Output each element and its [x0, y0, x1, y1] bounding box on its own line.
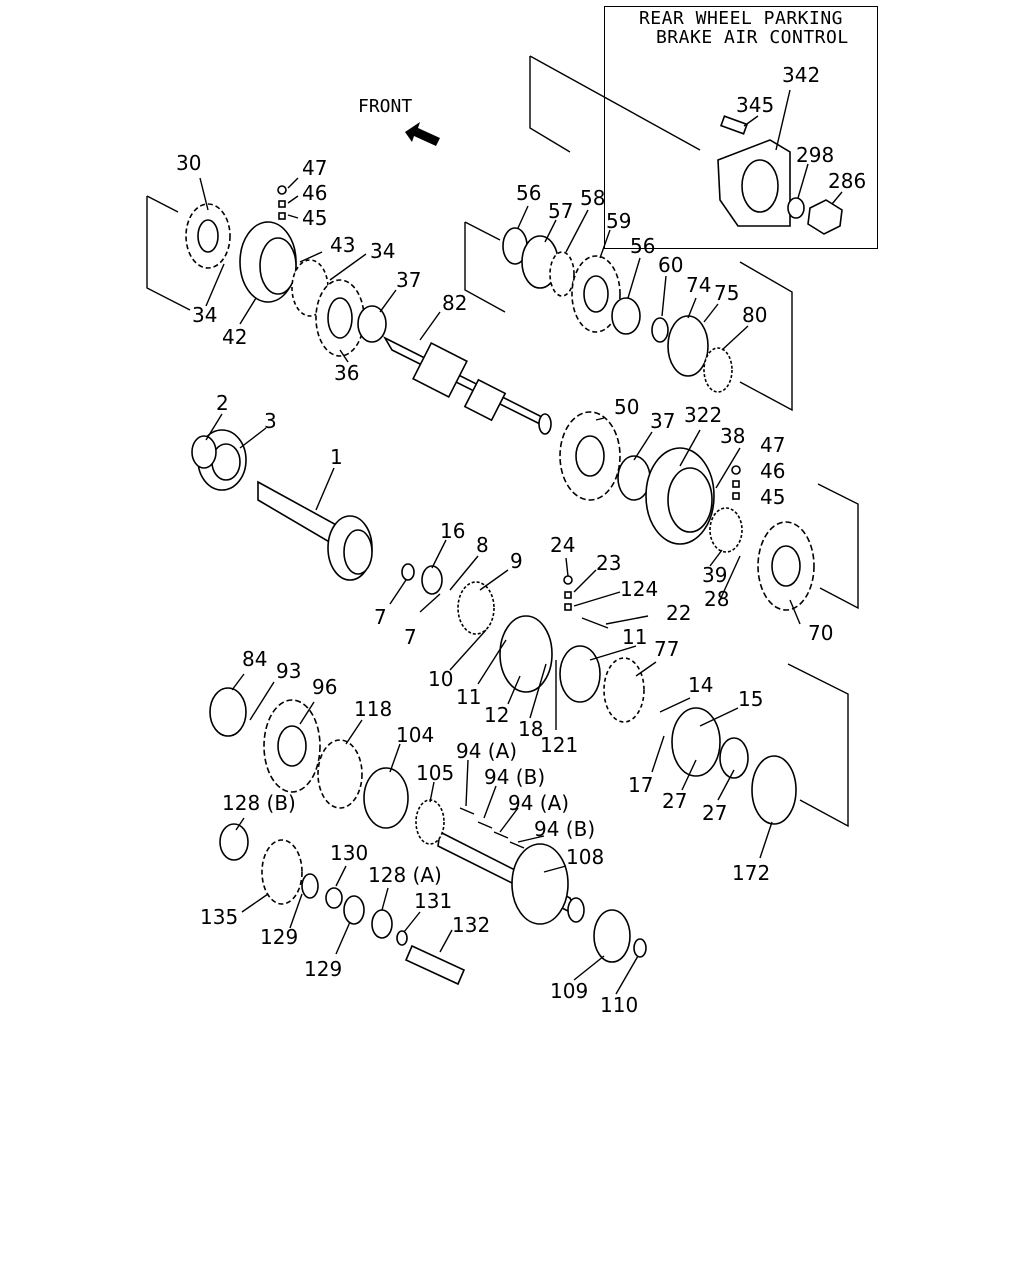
part-label: 56 [516, 181, 541, 205]
part-label: 47 [302, 156, 327, 180]
part-label: 84 [242, 647, 267, 671]
part-label: 135 [200, 905, 238, 929]
part-label: 70 [808, 621, 833, 645]
part-number-labels: 30 47 46 45 43 34 37 82 34 42 36 56 57 5… [176, 63, 866, 1017]
rear-wheel-parking-brake-inset: REAR WHEEL PARKING BRAKE AIR CONTROL [604, 6, 878, 249]
part-label: 108 [566, 845, 604, 869]
part-label: 7 [404, 625, 417, 649]
part-label: 94 (B) [534, 817, 595, 841]
counter-shaft [437, 830, 585, 925]
part-label: 124 [620, 577, 658, 601]
fasteners [277, 185, 741, 849]
part-label: 128 (B) [222, 791, 296, 815]
part-label: 34 [192, 303, 217, 327]
part-label: 94 (A) [508, 791, 569, 815]
part-label: 82 [442, 291, 467, 315]
part-label: 9 [510, 549, 523, 573]
part-label: 104 [396, 723, 434, 747]
part-label: 96 [312, 675, 337, 699]
part-label: 50 [614, 395, 639, 419]
part-label: 94 (A) [456, 739, 517, 763]
part-label: 45 [302, 206, 327, 230]
front-arrow-icon [405, 122, 440, 146]
part-label: 60 [658, 253, 683, 277]
part-label: 39 [702, 563, 727, 587]
part-label: 130 [330, 841, 368, 865]
part-label: 27 [662, 789, 687, 813]
part-label: 109 [550, 979, 588, 1003]
part-label: 11 [622, 625, 647, 649]
part-label: 7 [374, 605, 387, 629]
part-label: 47 [760, 433, 785, 457]
part-label: 57 [548, 199, 573, 223]
part-label: 129 [304, 957, 342, 981]
part-label: 118 [354, 697, 392, 721]
part-label: 286 [828, 169, 866, 193]
part-label: 23 [596, 551, 621, 575]
part-label: 17 [628, 773, 653, 797]
bracket-lines [146, 55, 859, 828]
part-label: 27 [702, 801, 727, 825]
inset-title-line1: REAR WHEEL PARKING [638, 8, 844, 29]
input-shaft [257, 480, 373, 581]
gears [185, 203, 815, 986]
part-label: 45 [760, 485, 785, 509]
part-label: 16 [440, 519, 465, 543]
part-label: 22 [666, 601, 691, 625]
part-label: 37 [396, 268, 421, 292]
front-label: FRONT [358, 96, 413, 117]
part-label: 59 [606, 209, 631, 233]
part-label: 298 [796, 143, 834, 167]
part-label: 129 [260, 925, 298, 949]
part-label: 36 [334, 361, 359, 385]
part-label: 121 [540, 733, 578, 757]
part-label: 80 [742, 303, 767, 327]
part-label: 46 [760, 459, 785, 483]
part-label: 37 [650, 409, 675, 433]
part-label: 345 [736, 93, 774, 117]
inset-parts [717, 115, 843, 235]
part-label: 2 [216, 391, 229, 415]
part-label: 105 [416, 761, 454, 785]
part-label: 342 [782, 63, 820, 87]
main-shaft [382, 336, 552, 435]
part-label: 10 [428, 667, 453, 691]
part-label: 30 [176, 151, 201, 175]
part-label: 24 [550, 533, 575, 557]
part-label: 172 [732, 861, 770, 885]
inset-title: REAR WHEEL PARKING BRAKE AIR CONTROL [605, 9, 877, 47]
part-label: 34 [370, 239, 395, 263]
part-label: 18 [518, 717, 543, 741]
inset-title-line2: BRAKE AIR CONTROL [655, 27, 849, 48]
part-label: 12 [484, 703, 509, 727]
part-label: 3 [264, 409, 277, 433]
part-label: 14 [688, 673, 713, 697]
part-label: 74 [686, 273, 711, 297]
part-label: 93 [276, 659, 301, 683]
part-label: 322 [684, 403, 722, 427]
part-label: 38 [720, 424, 745, 448]
part-label: 46 [302, 181, 327, 205]
part-label: 131 [414, 889, 452, 913]
part-label: 77 [654, 637, 679, 661]
part-label: 58 [580, 186, 605, 210]
part-label: 75 [714, 281, 739, 305]
part-label: 15 [738, 687, 763, 711]
leader-lines [199, 89, 843, 995]
part-label: 8 [476, 533, 489, 557]
part-label: 56 [630, 234, 655, 258]
part-label: 11 [456, 685, 481, 709]
part-label: 128 (A) [368, 863, 442, 887]
part-label: 43 [330, 233, 355, 257]
part-label: 42 [222, 325, 247, 349]
part-label: 1 [330, 445, 343, 469]
part-label: 110 [600, 993, 638, 1017]
part-label: 94 (B) [484, 765, 545, 789]
part-label: 28 [704, 587, 729, 611]
part-label: 132 [452, 913, 490, 937]
